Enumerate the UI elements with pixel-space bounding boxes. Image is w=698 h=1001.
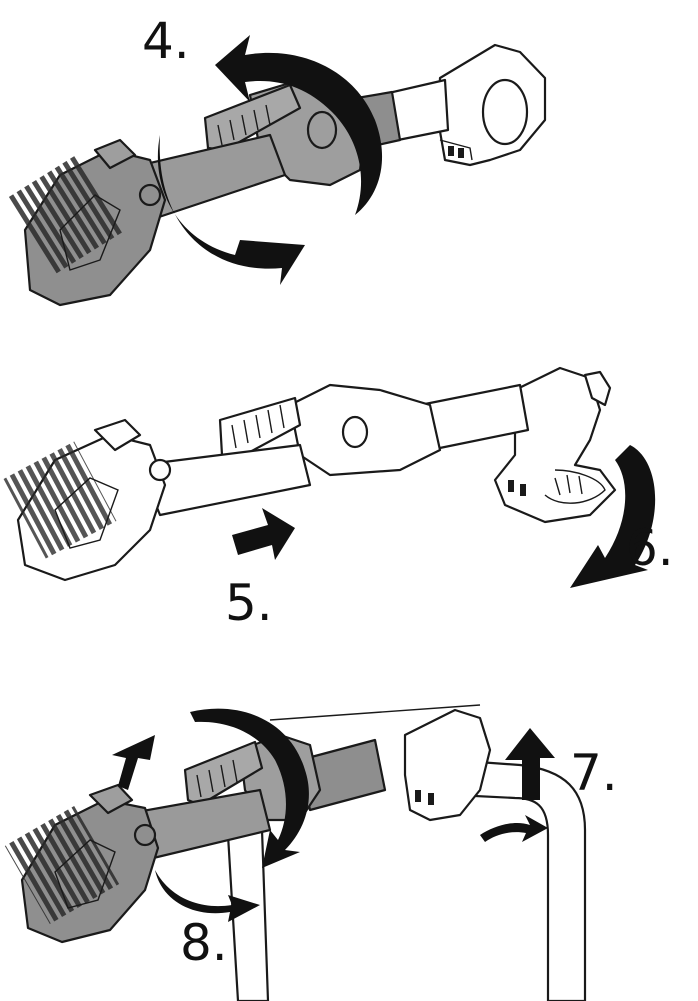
step-label-5: 5. (225, 574, 273, 632)
step-label-6: 6. (626, 519, 674, 577)
panel-step-4: 4. (7, 12, 547, 307)
lift-arrow-7 (505, 728, 555, 800)
clamp-open (493, 366, 617, 524)
clamp-mounted (403, 708, 492, 822)
rotate-arrow-8-upper (190, 708, 309, 868)
step-label-8: 8. (180, 914, 228, 972)
rotate-arrow-lower (157, 135, 305, 285)
arm-lower-white (138, 443, 312, 517)
grip-teeth-white (3, 441, 117, 559)
panel-step-7-8: 7. 8. (4, 704, 618, 1001)
step-label-4: 4. (142, 12, 190, 70)
push-arrow-5 (232, 508, 295, 560)
ribbed-lever-3 (183, 740, 264, 807)
grip-teeth (7, 155, 123, 275)
lift-arrow-8 (112, 735, 155, 790)
step-label-7: 7. (570, 744, 618, 802)
rotate-arrow-6 (570, 445, 656, 588)
rotate-arrow-7 (480, 815, 548, 842)
rotate-arrow-upper (215, 35, 383, 215)
rotate-arrow-8-lower (155, 870, 260, 922)
panel-step-5-6: 5. 6. (3, 366, 674, 632)
clamp-head (436, 43, 547, 167)
ribbed-lever (203, 83, 302, 152)
ribbed-lever-white (218, 396, 302, 462)
